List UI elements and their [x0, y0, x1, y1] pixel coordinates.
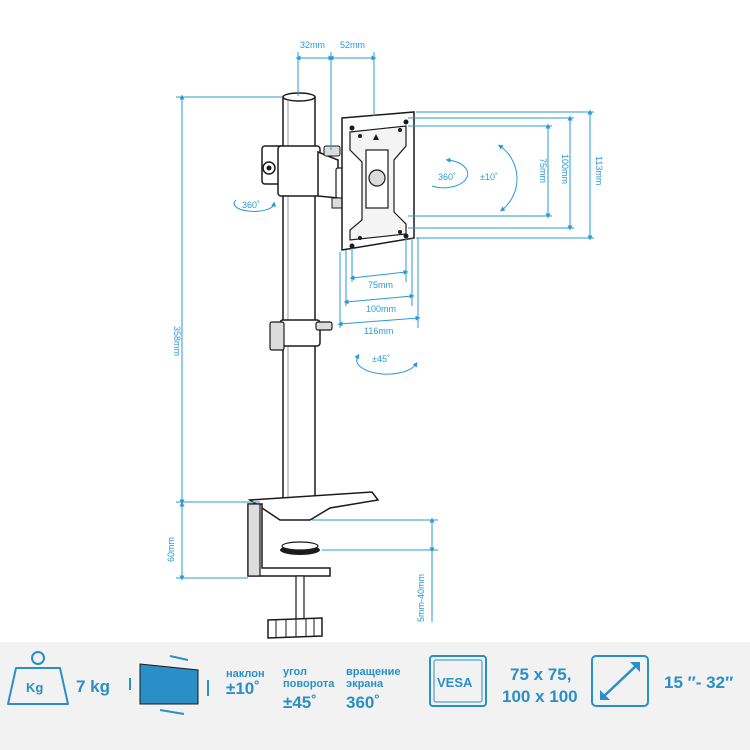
- label-swivel: ±45˚: [372, 354, 390, 364]
- rotation-arrows: [233, 144, 518, 375]
- label-pole-swivel: 360˚: [242, 200, 260, 210]
- desk-clamp: [247, 491, 380, 639]
- dim-height-total: 358mm: [172, 326, 182, 356]
- tilt-value: ±10˚: [226, 679, 260, 698]
- label-tilt: ±10˚: [480, 172, 498, 182]
- screen-size-value: 15 ″- 32″: [664, 673, 734, 692]
- dim-arm-depth: 52mm: [340, 40, 365, 50]
- spec-panel-bg: [0, 642, 750, 750]
- dim-pole-offset: 32mm: [300, 40, 325, 50]
- weight-badge: Kg: [26, 680, 44, 695]
- mount-diagram: 32mm 52mm 358mm 60mm 5mm-40mm 75mm 100mm…: [166, 40, 604, 639]
- rotation-label: вращение экрана: [346, 666, 401, 690]
- swivel-value: ±45˚: [283, 693, 317, 712]
- dim-clamp-height: 60mm: [166, 537, 176, 562]
- label-screen-rotation: 360˚: [438, 172, 456, 182]
- weight-icon: [7, 651, 69, 705]
- tilt-icon: [129, 655, 209, 715]
- dim-plate-width: 116mm: [364, 326, 393, 336]
- tilt-label: наклон: [226, 668, 265, 680]
- swivel-label: угол поворота: [283, 666, 335, 690]
- vesa-plate: [341, 111, 415, 251]
- weight-value: 7 kg: [76, 677, 111, 696]
- screen-size-icon: [591, 655, 649, 707]
- cable-clip: [269, 319, 333, 351]
- dim-vesa-vertical-small: 75mm: [538, 158, 548, 183]
- rotation-value: 360˚: [346, 693, 381, 712]
- vesa-value-1: 75 x 75,: [510, 665, 572, 684]
- vesa-badge: VESA: [437, 675, 473, 690]
- spec-panel: Kg 7 kg наклон ±10˚ угол поворота ±45˚ в…: [0, 642, 750, 750]
- vesa-icon: [429, 655, 487, 707]
- dimension-lines: [176, 52, 594, 622]
- dim-vesa-vertical-large: 100mm: [560, 154, 570, 184]
- dim-vesa-horizontal-small: 75mm: [368, 280, 393, 290]
- dim-plate-height: 113mm: [594, 156, 604, 185]
- dim-clamp-range: 5mm-40mm: [416, 574, 426, 622]
- dim-vesa-horizontal-large: 100mm: [366, 304, 396, 314]
- vesa-value-2: 100 x 100: [502, 687, 578, 706]
